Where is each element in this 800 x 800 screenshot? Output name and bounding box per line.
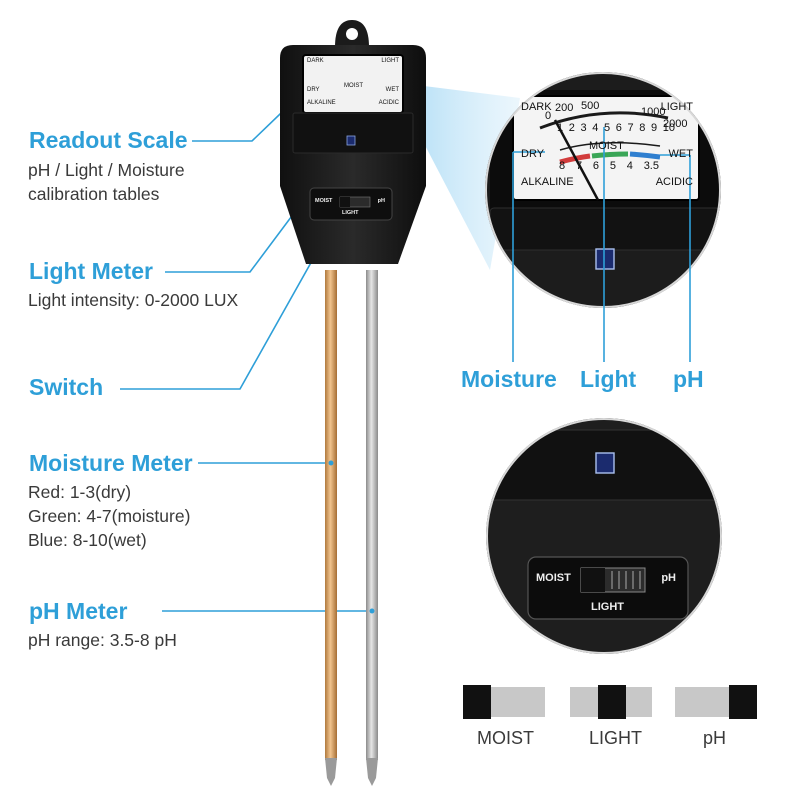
- small-acidic-label: ACIDIC: [378, 100, 399, 106]
- moisture-meter-line-1: Red: 1-3(dry): [28, 482, 132, 502]
- small-moist-label: MOIST: [344, 83, 363, 89]
- zoom-circle-dial: [485, 72, 721, 362]
- meter-sensor-bar: [292, 112, 414, 154]
- small-light-label: LIGHT: [381, 58, 399, 64]
- moist-tick-3: 3: [580, 122, 587, 134]
- light-meter-description: Light intensity: 0-2000 LUX: [28, 288, 238, 312]
- ph-tick-8: 8: [559, 160, 566, 172]
- moisture-meter-description: Red: 1-3(dry) Green: 4-7(moisture) Blue:…: [28, 480, 190, 552]
- callout-moisture: Moisture: [461, 366, 557, 392]
- zoom-light-tick-2000: 2000: [663, 118, 688, 130]
- ph-tick-7: 7: [575, 160, 583, 172]
- zoom-light-tick-500: 500: [581, 100, 600, 112]
- small-alkaline-label: ALKALINE: [307, 100, 336, 106]
- ph-meter-description: pH range: 3.5-8 pH: [28, 628, 177, 652]
- small-switch-ph: pH: [377, 198, 385, 204]
- zoom-light-tick-200: 200: [555, 102, 574, 114]
- small-switch-light: LIGHT: [342, 210, 359, 216]
- moisture-meter-heading: Moisture Meter: [29, 450, 193, 476]
- moist-tick-9: 9: [651, 122, 658, 134]
- position-label-light: LIGHT: [589, 728, 643, 748]
- moist-tick-2: 2: [568, 122, 575, 134]
- ph-tick-5: 5: [609, 160, 616, 172]
- small-dark-label: DARK: [307, 58, 324, 64]
- zoom-alkaline-label: ALKALINE: [521, 176, 574, 188]
- switch-heading: Switch: [29, 374, 104, 400]
- copper-probe-tip: [325, 758, 337, 786]
- moist-tick-4: 4: [592, 122, 599, 134]
- zoom-switch-light: LIGHT: [591, 601, 624, 613]
- small-switch-text: MOIST pH LIGHT: [310, 188, 392, 220]
- zoom-ph-ticks: 8 7 6 5 4 3.5: [559, 160, 659, 172]
- ph-meter-line-1: pH range: 3.5-8 pH: [28, 630, 177, 650]
- zoom-moist-ticks: 1 2 3 4 5 6 7 8 9 10: [557, 122, 675, 134]
- moisture-meter-line-3: Blue: 8-10(wet): [28, 530, 147, 550]
- zoom-switch-moist: MOIST: [536, 572, 571, 584]
- light-sensor: [346, 135, 356, 146]
- zoom-circle-switch: [486, 418, 722, 654]
- small-dial-text: DARK LIGHT MOIST DRY WET ALKALINE ACIDIC: [303, 55, 403, 113]
- zoom-wet-label: WET: [668, 148, 693, 160]
- position-label-ph: pH: [703, 728, 727, 748]
- readout-scale-line-1: pH / Light / Moisture: [28, 160, 185, 180]
- zoom-dial-text: DARK LIGHT 0 200 500 1000 2000 1 2 3 4 5…: [513, 96, 699, 200]
- readout-scale-heading: Readout Scale: [29, 127, 188, 153]
- moist-tick-5: 5: [604, 122, 611, 134]
- moist-tick-8: 8: [639, 122, 646, 134]
- ph-tick-6: 6: [592, 160, 599, 172]
- zoom-switch-ph: pH: [661, 572, 676, 584]
- zoom-acidic-label: ACIDIC: [655, 176, 693, 188]
- zoom-dark-label: DARK: [521, 101, 552, 113]
- position-label-moist: MOIST: [477, 728, 534, 748]
- switch-position-diagrams: [463, 685, 757, 719]
- light-meter-heading: Light Meter: [29, 258, 153, 284]
- steel-probe-tip: [366, 758, 378, 786]
- steel-probe: [366, 270, 378, 760]
- zoom-moist-label: MOIST: [589, 140, 624, 152]
- zoom-switch-text: MOIST pH LIGHT: [528, 557, 688, 619]
- zoom-light-label: LIGHT: [660, 101, 693, 113]
- moist-tick-10: 10: [662, 122, 675, 134]
- readout-scale-description: pH / Light / Moisture calibration tables: [28, 158, 185, 206]
- small-dry-label: DRY: [307, 87, 320, 93]
- ph-meter-heading: pH Meter: [29, 598, 128, 624]
- callout-ph: pH: [673, 366, 704, 392]
- small-wet-label: WET: [385, 87, 399, 93]
- light-meter-line-1: Light intensity: 0-2000 LUX: [28, 290, 239, 310]
- ph-tick-4: 4: [626, 160, 633, 172]
- moist-tick-6: 6: [615, 122, 622, 134]
- readout-scale-line-2: calibration tables: [28, 184, 160, 204]
- zoom-light-tick-1000: 1000: [641, 106, 666, 118]
- ph-tick-3-5: 3.5: [643, 160, 659, 172]
- moisture-meter-line-2: Green: 4-7(moisture): [28, 506, 191, 526]
- callout-light: Light: [580, 366, 637, 392]
- zoom-light-tick-0: 0: [545, 110, 552, 122]
- moist-tick-1: 1: [557, 122, 564, 134]
- moist-tick-7: 7: [627, 122, 634, 134]
- small-switch-moist: MOIST: [315, 198, 333, 204]
- zoom-dry-label: DRY: [521, 148, 545, 160]
- copper-probe: [325, 270, 337, 760]
